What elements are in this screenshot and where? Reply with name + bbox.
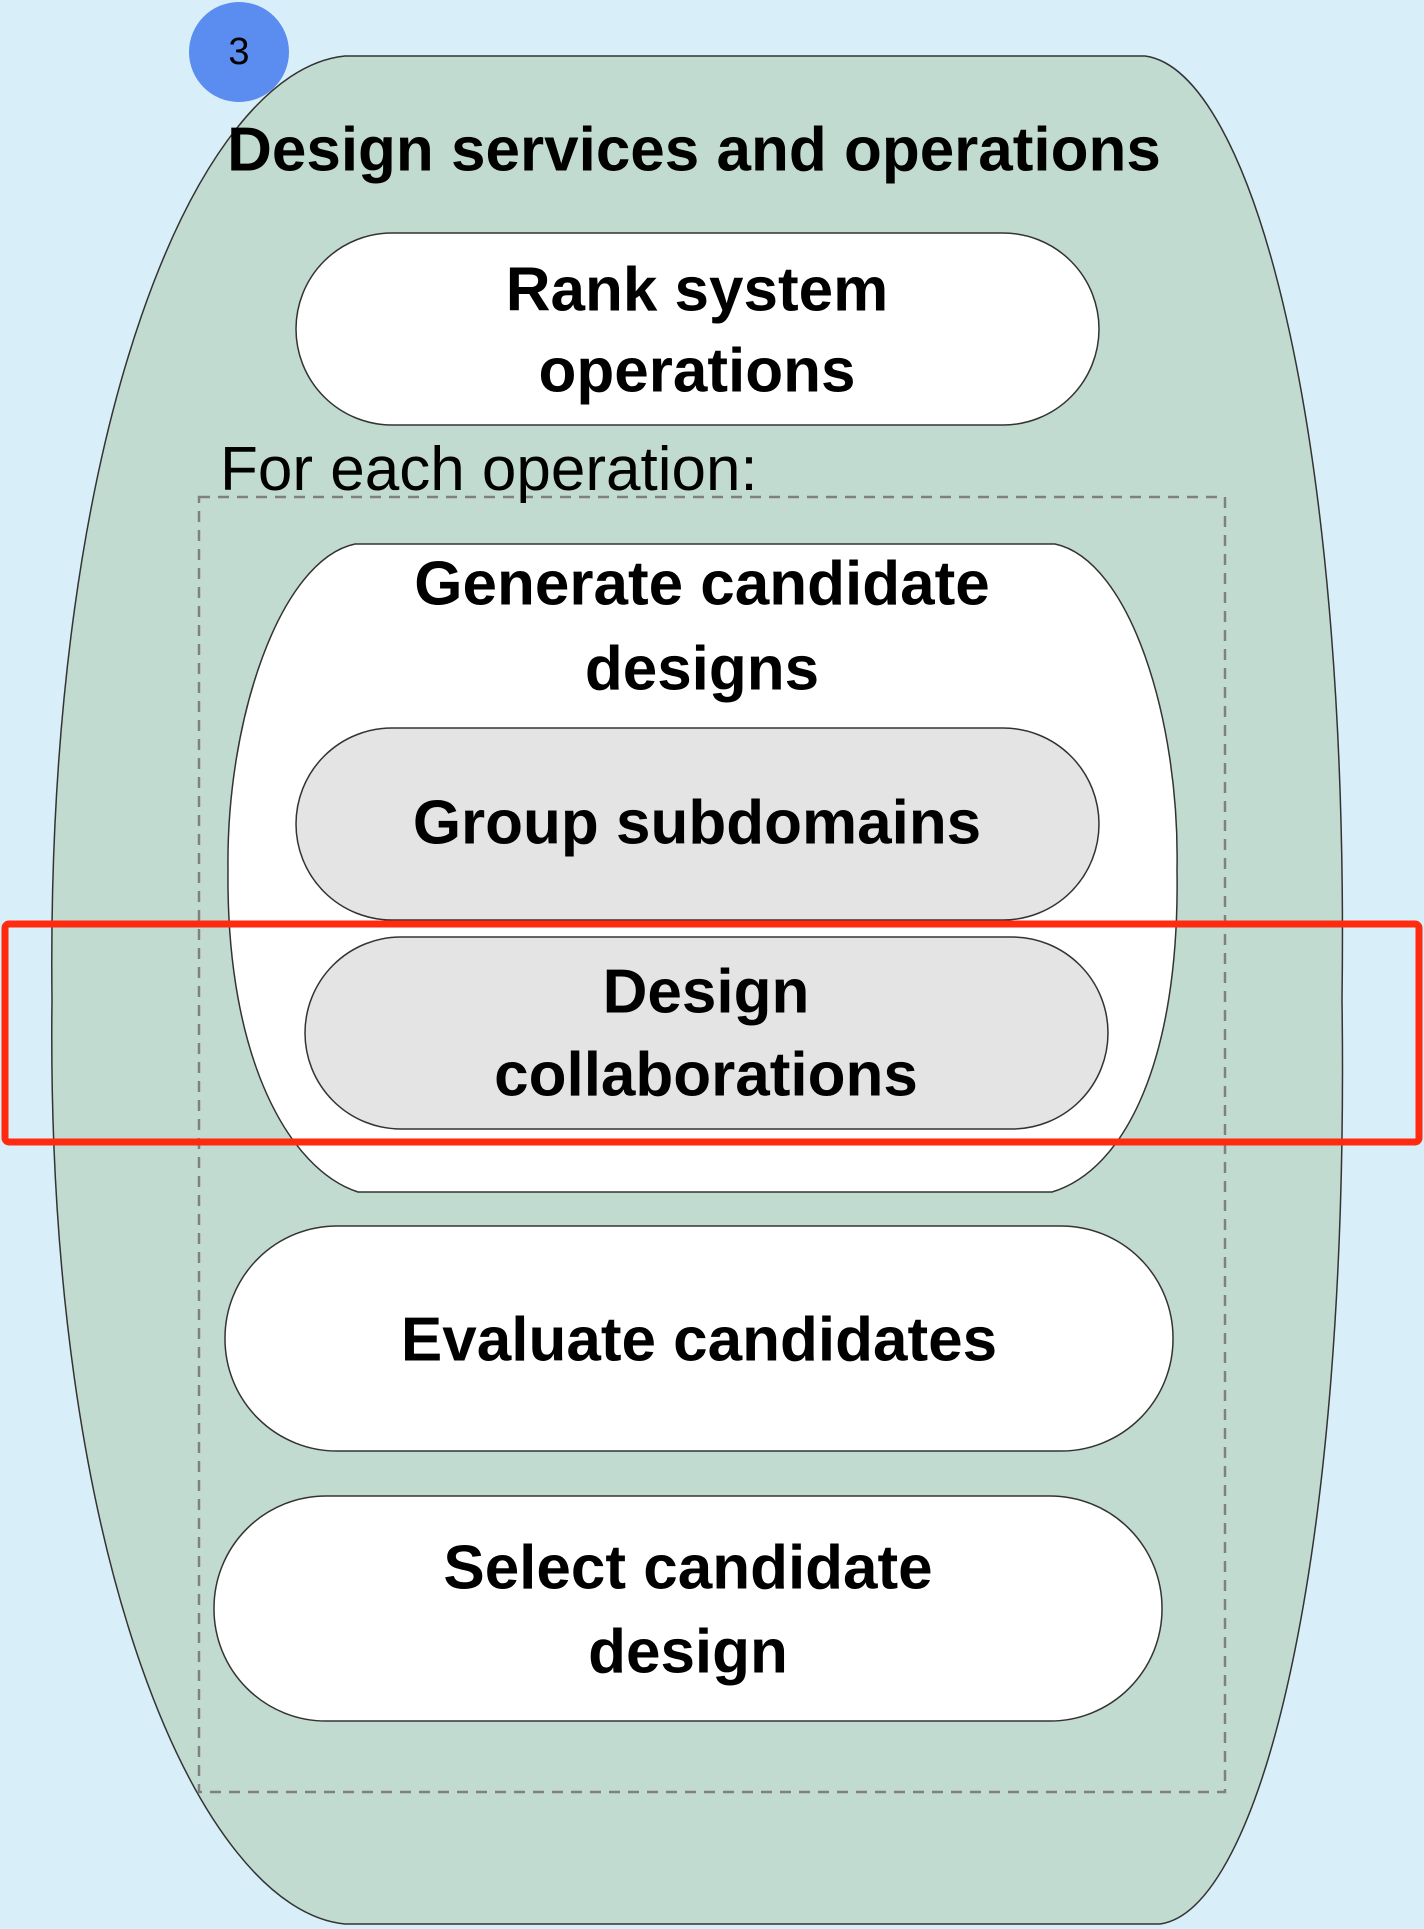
design-collaborations-node[interactable]: Design collaborations <box>304 936 1109 1130</box>
evaluate-candidates-shape <box>224 1225 1174 1452</box>
step-badge: 3 <box>189 2 289 102</box>
generate-candidates-line1: Generate candidate <box>414 550 989 619</box>
rank-operations-line1: Rank system <box>506 256 889 325</box>
generate-candidates-line2: designs <box>585 635 819 704</box>
step-title: Design services and operations <box>227 116 1161 185</box>
rank-operations-shape <box>295 232 1100 426</box>
rank-operations-node[interactable]: Rank system operations <box>295 232 1100 426</box>
design-collaborations-line2: collaborations <box>494 1041 918 1110</box>
design-collaborations-line1: Design <box>603 958 810 1027</box>
step-badge-number: 3 <box>228 31 249 73</box>
rank-operations-line2: operations <box>539 337 856 406</box>
select-candidate-line1: Select candidate <box>443 1534 932 1603</box>
highlight-box <box>1 920 1423 1146</box>
for-each-loop-label: For each operation: <box>220 435 758 504</box>
design-collaborations-shape <box>304 936 1109 1130</box>
step-badge-circle <box>189 2 289 102</box>
evaluate-candidates-label: Evaluate candidates <box>401 1306 997 1375</box>
group-subdomains-label: Group subdomains <box>413 789 981 858</box>
group-subdomains-node[interactable]: Group subdomains <box>295 727 1100 921</box>
select-candidate-line2: design <box>588 1618 788 1687</box>
select-candidate-shape <box>213 1495 1163 1722</box>
evaluate-candidates-node[interactable]: Evaluate candidates <box>224 1225 1174 1452</box>
select-candidate-node[interactable]: Select candidate design <box>213 1495 1163 1722</box>
group-subdomains-shape <box>295 727 1100 921</box>
